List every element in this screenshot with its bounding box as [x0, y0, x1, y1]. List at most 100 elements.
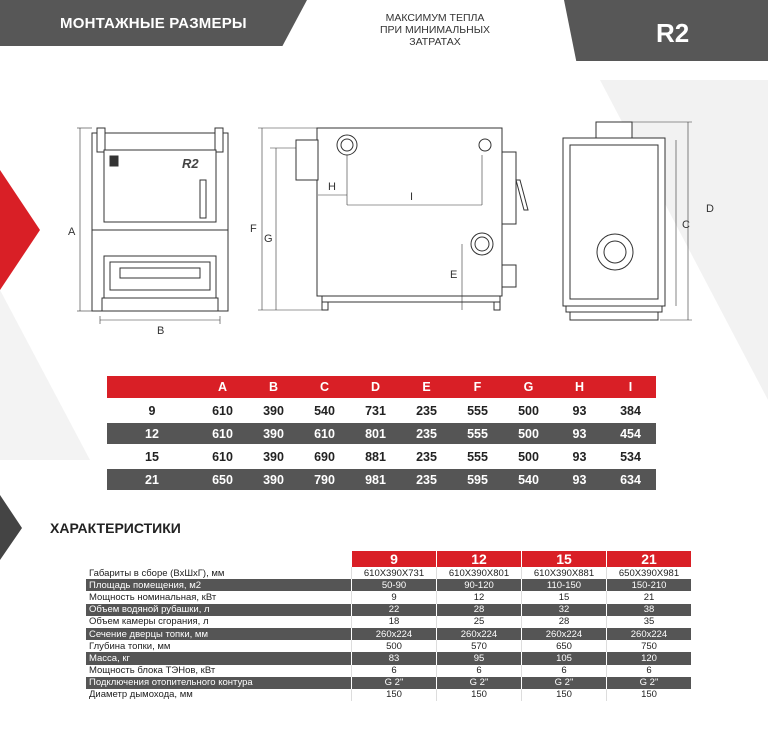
model-cell: 9	[107, 400, 197, 421]
dimensions-col-header: E	[401, 376, 452, 398]
dimensions-col-header: H	[554, 376, 605, 398]
table-row: 9 610 390 540 731 235 555 500 93 384	[107, 400, 656, 421]
spec-row: Объем водяной рубашки, л 22 28 32 38	[86, 603, 691, 616]
table-cell: 690	[299, 446, 350, 467]
spec-row: Диаметр дымохода, мм 150 150 150 150	[86, 688, 691, 702]
table-cell: 235	[401, 400, 452, 421]
slogan: МАКСИМУМ ТЕПЛА ПРИ МИНИМАЛЬНЫХ ЗАТРАТАХ	[360, 12, 510, 48]
spec-value: 650	[521, 640, 607, 653]
table-cell: 555	[452, 446, 503, 467]
dim-label-h: H	[328, 181, 336, 193]
table-cell: 610	[197, 423, 248, 444]
spec-value: 260x224	[521, 627, 607, 641]
spec-value: 6	[351, 664, 437, 677]
spec-row: Глубина топки, мм 500 570 650 750	[86, 640, 691, 653]
table-cell: 235	[401, 469, 452, 490]
spec-value: 150	[351, 688, 437, 702]
table-cell: 555	[452, 400, 503, 421]
table-row: 21 650 390 790 981 235 595 540 93 634	[107, 469, 656, 490]
table-cell: 93	[554, 469, 605, 490]
spec-value: 35	[606, 615, 691, 628]
spec-value: 6	[606, 664, 691, 677]
spec-value: 610X390X881	[521, 567, 607, 580]
spec-value: G 2"	[606, 676, 691, 689]
spec-row: Мощность блока ТЭНов, кВт 6 6 6 6	[86, 664, 691, 677]
model-name: R2	[656, 18, 690, 48]
table-cell: 500	[503, 446, 554, 467]
spec-label: Габариты в сборе (ВхШхГ), мм	[86, 567, 352, 580]
spec-value: 750	[606, 640, 691, 653]
spec-row: Масса, кг 83 95 105 120	[86, 652, 691, 665]
model-cell: 15	[107, 446, 197, 467]
table-cell: 634	[605, 469, 656, 490]
dimensions-col-header: G	[503, 376, 554, 398]
spec-value: 28	[521, 615, 607, 628]
spec-label: Масса, кг	[86, 652, 352, 665]
model-banner: R2	[564, 0, 768, 61]
front-view	[77, 127, 229, 324]
spec-value: 6	[436, 664, 522, 677]
dim-label-i: I	[410, 191, 413, 203]
dimensions-col-header: F	[452, 376, 503, 398]
dim-label-d: D	[706, 203, 714, 215]
dimensions-corner	[107, 376, 197, 398]
section-title-banner: МОНТАЖНЫЕ РАЗМЕРЫ	[0, 0, 307, 46]
dimensions-col-header: A	[197, 376, 248, 398]
spec-value: 28	[436, 603, 522, 616]
table-cell: 93	[554, 446, 605, 467]
spec-value: 95	[436, 652, 522, 665]
spec-value: 90-120	[436, 579, 522, 592]
table-cell: 500	[503, 400, 554, 421]
spec-value: 105	[521, 652, 607, 665]
side-view	[258, 127, 529, 311]
spec-value: 260x224	[436, 627, 522, 641]
spec-row: Сечение дверцы топки, мм 260x224 260x224…	[86, 627, 691, 641]
table-cell: 790	[299, 469, 350, 490]
spec-value: 650X390X981	[606, 567, 691, 580]
spec-value: 570	[436, 640, 522, 653]
slogan-line: ЗАТРАТАХ	[409, 36, 461, 48]
characteristics-header-row: 9 12 15 21	[86, 551, 691, 567]
table-cell: 981	[350, 469, 401, 490]
table-cell: 384	[605, 400, 656, 421]
dim-label-a: A	[68, 226, 76, 238]
dimensions-header-row: A B C D E F G H I	[107, 376, 656, 398]
characteristics-table: 9 12 15 21 Габариты в сборе (ВхШхГ), мм …	[86, 551, 691, 702]
spec-value: G 2"	[436, 676, 522, 689]
table-cell: 454	[605, 423, 656, 444]
table-cell: 540	[299, 400, 350, 421]
table-cell: 731	[350, 400, 401, 421]
spec-label: Объем камеры сгорания, л	[86, 615, 352, 628]
technical-drawings: R2 A B F G H I E	[68, 121, 714, 337]
spec-row: Объем камеры сгорания, л 18 25 28 35	[86, 615, 691, 628]
spec-value: 32	[521, 603, 607, 616]
table-cell: 235	[401, 446, 452, 467]
spec-value: 610X390X731	[351, 567, 437, 580]
dim-label-e: E	[450, 269, 457, 281]
table-cell: 540	[503, 469, 554, 490]
spec-value: 50-90	[351, 579, 437, 592]
spec-value: 500	[351, 640, 437, 653]
section-title: МОНТАЖНЫЕ РАЗМЕРЫ	[60, 15, 247, 32]
table-cell: 595	[452, 469, 503, 490]
dim-label-b: B	[157, 325, 164, 337]
spec-value: 12	[436, 591, 522, 604]
characteristics-title: ХАРАКТЕРИСТИКИ	[50, 520, 181, 536]
spec-value: 15	[521, 591, 607, 604]
spec-label: Подключения отопительного контура	[86, 676, 352, 689]
spec-value: 9	[351, 591, 437, 604]
model-col-header: 15	[521, 551, 607, 567]
table-cell: 610	[197, 400, 248, 421]
table-cell: 650	[197, 469, 248, 490]
spec-value: 22	[351, 603, 437, 616]
spec-value: 260x224	[606, 627, 691, 641]
spec-value: 150	[436, 688, 522, 702]
spec-value: 18	[351, 615, 437, 628]
slogan-line: ПРИ МИНИМАЛЬНЫХ	[379, 24, 491, 36]
spec-value: 6	[521, 664, 607, 677]
table-cell: 555	[452, 423, 503, 444]
slogan-line: МАКСИМУМ ТЕПЛА	[385, 12, 485, 24]
table-row: 12 610 390 610 801 235 555 500 93 454	[107, 423, 656, 444]
spec-row: Площадь помещения, м2 50-90 90-120 110-1…	[86, 579, 691, 592]
table-cell: 390	[248, 423, 299, 444]
